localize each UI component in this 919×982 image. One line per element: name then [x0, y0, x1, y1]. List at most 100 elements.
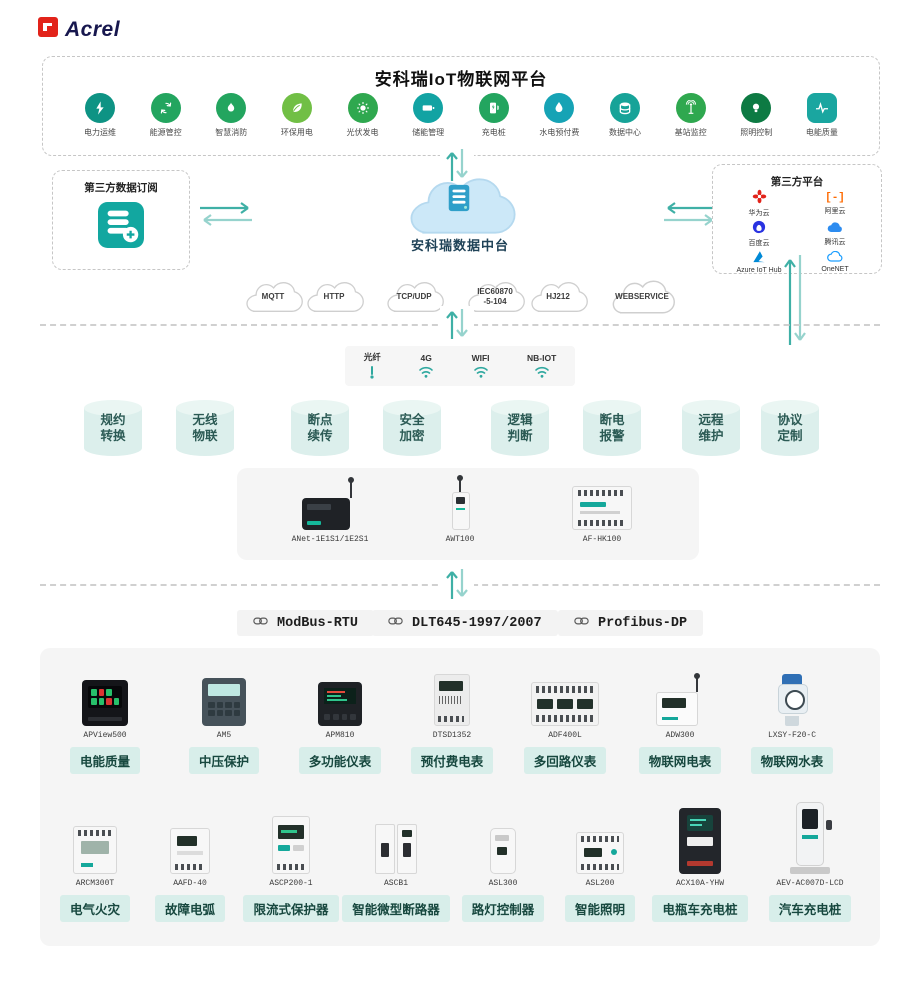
app-prepaid-water: 水电预付费 — [528, 93, 590, 138]
app-data-center: 数据中心 — [594, 93, 656, 138]
device-label: 物联网水表 — [750, 747, 834, 774]
protocol-cloud-hj212: HJ212 — [519, 276, 597, 318]
wifi-icon — [418, 366, 434, 380]
device-label: 多功能仪表 — [298, 747, 382, 774]
device-apview500: APView500 电能质量 — [45, 664, 165, 774]
provider-aliyun: [-] 阿里云 — [824, 191, 846, 215]
power-ops-icon — [85, 93, 115, 123]
feature-resume-transfer: 断点续传 — [291, 400, 349, 456]
huawei-cloud-icon — [752, 189, 767, 206]
app-eco-power: 环保用电 — [266, 93, 328, 138]
device-image-awt100 — [445, 475, 475, 530]
app-solar: 光伏发电 — [332, 93, 394, 138]
device-am5: AM5 中压保护 — [164, 664, 284, 774]
device-lxsy-f20-c: LXSY-F20-C 物联网水表 — [732, 664, 852, 774]
feature-encryption: 安全加密 — [383, 400, 441, 456]
device-label: 汽车充电桩 — [768, 895, 852, 922]
feature-power-loss-alarm: 断电报警 — [583, 400, 641, 456]
provider-onenet: OneNET — [821, 250, 849, 273]
eco-power-icon — [281, 93, 312, 123]
up-down-arrow-icon — [440, 566, 474, 607]
device-image-adf400l — [531, 664, 599, 726]
device-image-adw300 — [656, 664, 704, 726]
energy-storage-icon — [413, 93, 444, 123]
provider-huawei-cloud: 华为云 — [749, 189, 770, 218]
data-center-label: 安科瑞数据中台 — [410, 238, 509, 253]
data-center-cloud: 安科瑞数据中台 — [383, 172, 537, 254]
wifi-icon — [534, 366, 550, 380]
device-acx10a-yhw: ACX10A-YHW 电瓶车充电桩 — [645, 796, 755, 922]
feature-logic-judgment: 逻辑判断 — [491, 400, 549, 456]
network-fiber: 光纤 — [364, 351, 381, 381]
device-label: 故障电弧 — [154, 895, 225, 922]
device-arcm300t: ARCM300T 电气火灾 — [40, 812, 150, 922]
device-image-lxsy-f20-c — [772, 664, 812, 726]
platform-apps-row: 电力运维 能源管控 智慧消防 环保用电 — [69, 93, 853, 138]
device-label: 路灯控制器 — [461, 895, 545, 922]
cloud-server-icon — [445, 182, 473, 219]
third-party-box: 第三方平台 华为云 [-] 阿里云 百度云 腾讯云 Azure IoT Hub — [712, 164, 882, 274]
tencent-cloud-icon — [827, 221, 843, 235]
device-label: 多回路仪表 — [523, 747, 607, 774]
subscription-box: 第三方数据订阅 — [52, 170, 190, 270]
right-left-arrow-icon — [660, 200, 720, 233]
device-adw300: ADW300 物联网电表 — [620, 664, 740, 774]
app-base-station: 基站监控 — [660, 93, 722, 138]
energy-mgmt-icon — [150, 93, 181, 123]
baidu-cloud-icon — [752, 220, 766, 236]
device-image-asl200 — [576, 812, 624, 874]
device-apm810: APM810 多功能仪表 — [280, 664, 400, 774]
device-image-acx10a-yhw — [679, 796, 721, 874]
protocol-cloud-webservice: WEBSERVICE — [599, 276, 685, 318]
power-quality-icon — [806, 93, 837, 123]
network-wifi: WIFI — [472, 353, 490, 380]
device-aev-ac007d: AEV-AC007D-LCD 汽车充电桩 — [750, 794, 870, 922]
provider-azure-iot-hub: Azure IoT Hub — [736, 250, 782, 274]
protocol-cloud-mqtt: MQTT — [234, 276, 312, 318]
network-nb-iot: NB-IOT — [527, 353, 556, 380]
device-ascb1: ASCB1 智能微型断路器 — [336, 812, 456, 922]
onenet-icon — [827, 250, 843, 264]
device-asl300: ASL300 路灯控制器 — [448, 812, 558, 922]
third-party-link-arrow-icon — [780, 252, 810, 353]
link-icon — [253, 616, 268, 631]
device-image-arcm300t — [73, 812, 117, 874]
device-image-aafd-40 — [170, 812, 210, 874]
left-right-arrow-icon — [196, 200, 256, 233]
app-power-ops: 电力运维 — [69, 93, 131, 138]
base-station-icon — [675, 93, 706, 123]
device-aafd-40: AAFD-40 故障电弧 — [135, 812, 245, 922]
device-label: 电瓶车充电桩 — [652, 895, 748, 922]
bus-protocol-profibus: Profibus-DP — [558, 610, 704, 636]
ev-charger-icon — [478, 93, 509, 123]
aliyun-icon: [-] — [825, 191, 845, 204]
device-label: 电能质量 — [69, 747, 140, 774]
gateway-anet: ANet-1E1S1/1E2S1 — [265, 477, 395, 544]
up-down-arrow-icon — [440, 306, 474, 347]
acrel-logo: Acrel — [38, 16, 120, 43]
device-image-am5 — [202, 664, 246, 726]
device-image-apm810 — [318, 664, 362, 726]
app-fire-safety: 智慧消防 — [200, 93, 262, 138]
network-4g: 4G — [418, 353, 434, 380]
bus-protocol-modbus: ModBus-RTU — [237, 610, 375, 636]
network-bar: 光纤 4G WIFI NB-IOT — [345, 346, 575, 386]
gateway-awt100: AWT100 — [395, 475, 525, 544]
device-image-aev-ac007d — [786, 794, 834, 874]
feature-custom-protocol: 协议定制 — [761, 400, 819, 456]
subscription-title: 第三方数据订阅 — [84, 182, 158, 194]
app-ev-charger: 充电桩 — [463, 93, 525, 138]
devices-box: APView500 电能质量 AM5 中压保护 — [40, 648, 880, 946]
app-power-quality: 电能质量 — [791, 93, 853, 138]
device-label: 智能微型断路器 — [342, 895, 450, 922]
protocol-cloud-iec60870: IEC60870-5-104 — [456, 276, 534, 318]
device-image-dtsd1352 — [434, 664, 470, 726]
gateway-box: ANet-1E1S1/1E2S1 AWT100 — [237, 468, 699, 560]
platform-title: 安科瑞IoT物联网平台 — [374, 70, 548, 89]
solar-icon — [347, 93, 378, 123]
device-label: 电气火灾 — [59, 895, 130, 922]
device-ascp200-1: ASCP200-1 限流式保护器 — [236, 812, 346, 922]
app-energy-storage: 储能管理 — [397, 93, 459, 138]
device-image-ascb1 — [375, 812, 417, 874]
